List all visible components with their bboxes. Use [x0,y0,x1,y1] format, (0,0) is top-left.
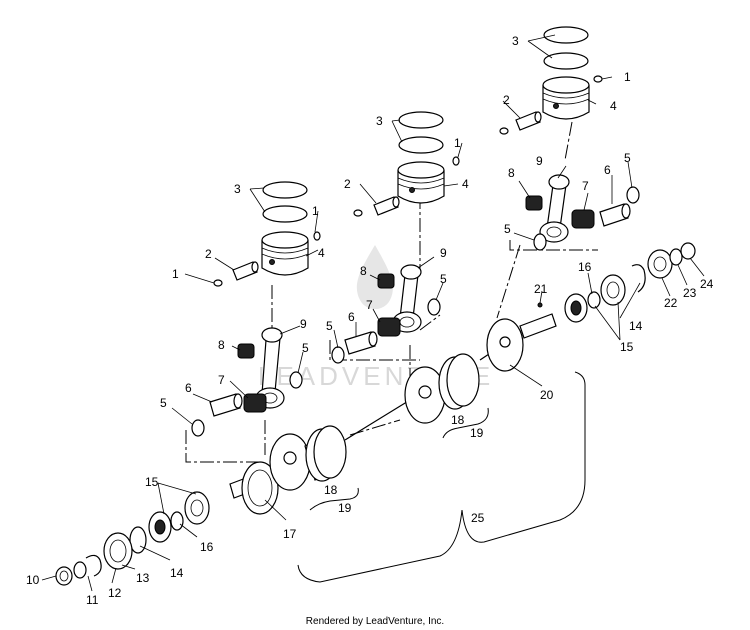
bracket-19-upper [442,407,489,439]
callout-19-upper: 19 [470,426,484,440]
callout-7-right: 7 [582,179,589,193]
callout-1-middle: 1 [454,136,461,150]
callout-15-right: 15 [620,340,634,354]
crankshaft-assembly [229,302,557,515]
callout-3-right: 3 [512,34,519,48]
callout-9-left: 9 [300,317,307,331]
callout-22: 22 [664,296,678,310]
callout-7-left: 7 [218,373,225,387]
callout-8-middle: 8 [360,264,367,278]
wrist-pin-right [515,111,542,131]
callout-19-lower: 19 [338,501,352,515]
left-end-seals [55,526,147,586]
callout-5-left: 5 [160,396,167,410]
callout-2-middle: 2 [344,177,351,191]
callout-23: 23 [683,286,697,300]
callout-2-left: 2 [205,247,212,261]
callout-16-right: 16 [578,260,592,274]
callout-9-right: 9 [536,154,543,168]
piston-rings-right [543,26,589,70]
callout-6-left: 6 [185,381,192,395]
callout-21: 21 [534,282,548,296]
bracket-25 [297,371,586,583]
callout-3-left: 3 [234,182,241,196]
callout-25: 25 [471,511,485,525]
right-end-seals [631,242,696,293]
callout-10: 10 [26,573,40,587]
left-main-bearings [148,491,210,543]
callout-1-middle-left: 1 [312,204,319,218]
piston-right [542,76,590,120]
crank-pins [209,203,631,417]
callout-6-right: 6 [604,163,611,177]
callouts: 3 1 2 4 3 1 9 5 6 8 2 4 7 3 1 5 4 2 9 16… [26,34,714,607]
wrist-pin-left [232,261,259,281]
callout-5-middle-left: 5 [326,319,333,333]
callout-8-right: 8 [508,166,515,180]
connecting-rod-right [539,174,570,243]
right-main-bearings [564,274,626,323]
rendered-by-footer: Rendered by LeadVenture, Inc. [306,616,444,627]
callout-15-left: 15 [145,475,159,489]
callout-4-middle: 4 [462,177,469,191]
wrist-pin-middle [373,196,400,216]
callout-5-left-upper: 5 [302,341,309,355]
callout-14-right: 14 [629,319,643,333]
circlips [213,75,603,287]
callout-13: 13 [136,571,150,585]
callout-20: 20 [540,388,554,402]
connecting-rod-middle [392,264,422,333]
callout-6-middle: 6 [348,310,355,324]
callout-24: 24 [700,277,714,291]
needle-bearings [237,195,595,413]
callout-4-right: 4 [610,99,617,113]
callout-7-middle: 7 [366,298,373,312]
callout-18-lower: 18 [324,483,338,497]
callout-5-right: 5 [624,151,631,165]
callout-5-right-lower: 5 [504,222,511,236]
callout-4-left: 4 [318,246,325,260]
callout-1-right: 1 [624,70,631,84]
piston-rings-middle [398,111,444,154]
callout-1-left: 1 [172,267,179,281]
callout-9-middle: 9 [440,246,447,260]
callout-12: 12 [108,586,122,600]
callout-18-upper: 18 [451,413,465,427]
callout-17: 17 [283,527,297,541]
piston-middle [397,161,445,204]
callout-3-middle: 3 [376,114,383,128]
callout-8-left: 8 [218,338,225,352]
piston-left [261,231,309,276]
callout-14-left: 14 [170,566,184,580]
leader-lines [41,34,705,592]
thrust-washers [191,186,640,437]
callout-5-middle: 5 [440,272,447,286]
callout-16-left: 16 [200,540,214,554]
callout-11: 11 [86,593,99,607]
callout-2-right: 2 [503,93,510,107]
bracket-19-lower [309,487,359,511]
piston-rings-left [262,181,308,223]
